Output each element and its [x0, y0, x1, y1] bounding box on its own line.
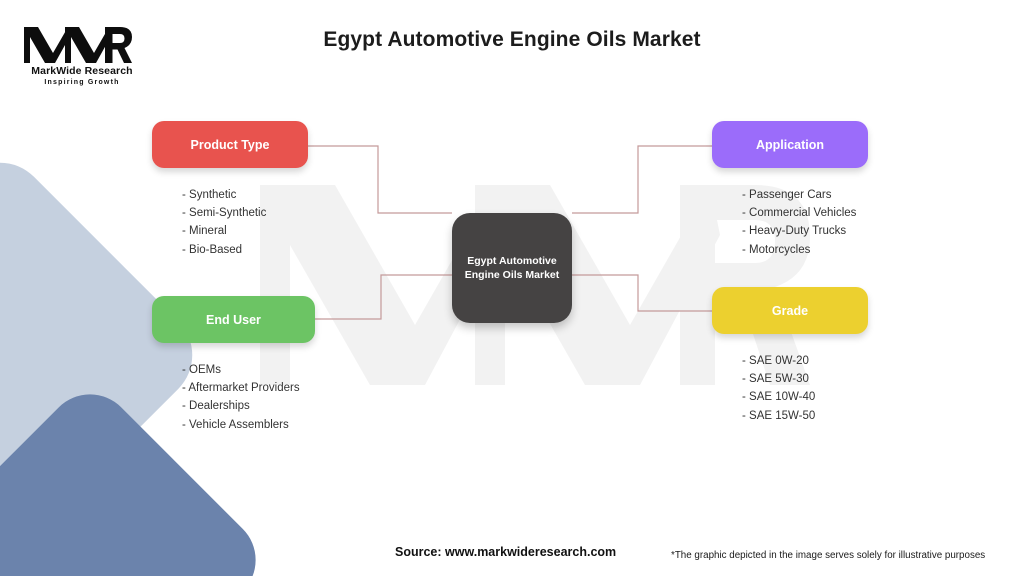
node-application[interactable]: Application - Passenger Cars - Commercia…: [712, 121, 868, 259]
brand-logo: MarkWide Research Inspiring Growth: [22, 24, 142, 86]
page-title: Egypt Automotive Engine Oils Market: [323, 28, 701, 51]
connector-application: [572, 145, 712, 214]
list-item: - Semi-Synthetic: [182, 207, 267, 220]
node-center-hub-text: Egypt Automotive Engine Oils Market: [459, 254, 566, 283]
list-item: - Heavy-Duty Trucks: [742, 225, 847, 238]
list-item: - Motorcycles: [742, 243, 811, 256]
list-item: - Aftermarket Providers: [182, 382, 300, 395]
list-item: - SAE 0W-20: [742, 355, 809, 367]
list-item: - Commercial Vehicles: [742, 207, 857, 220]
connector-product-type: [308, 145, 452, 214]
list-item: - Passenger Cars: [742, 189, 832, 201]
disclaimer-text: *The graphic depicted in the image serve…: [671, 550, 986, 561]
source-text: Source: www.markwideresearch.com: [395, 545, 617, 559]
center-line-2: Engine Oils Market: [464, 269, 560, 281]
node-grade[interactable]: Grade - SAE 0W-20 - SAE 5W-30 - SAE 10W-…: [712, 287, 868, 425]
node-grade-label: Grade: [771, 303, 809, 318]
node-product-type-header[interactable]: Product Type: [152, 121, 308, 168]
logo-tagline: Inspiring Growth: [44, 79, 120, 86]
list-item: - SAE 15W-50: [742, 409, 816, 422]
node-application-header[interactable]: Application: [712, 121, 868, 168]
node-product-type-label: Product Type: [190, 137, 270, 152]
list-item: - Synthetic: [182, 189, 237, 201]
node-product-type-list: - Synthetic - Semi-Synthetic - Mineral -…: [152, 186, 308, 259]
list-item: - Vehicle Assemblers: [182, 418, 289, 431]
node-product-type[interactable]: Product Type - Synthetic - Semi-Syntheti…: [152, 121, 308, 259]
center-line-1: Egypt Automotive: [467, 254, 557, 267]
node-center-hub[interactable]: Egypt Automotive Engine Oils Market: [452, 213, 572, 323]
list-item: - Bio-Based: [182, 243, 243, 256]
node-end-user-header[interactable]: End User: [152, 296, 315, 343]
connector-end-user: [315, 274, 452, 320]
list-item: - SAE 10W-40: [742, 391, 816, 404]
connector-grade: [572, 274, 712, 312]
list-item: - OEMs: [182, 364, 221, 376]
list-item: - Dealerships: [182, 400, 250, 413]
node-end-user-label: End User: [206, 312, 261, 327]
logo-company-name: MarkWide Research: [31, 65, 133, 77]
node-end-user-list: - OEMs - Aftermarket Providers - Dealers…: [152, 361, 315, 434]
list-item: - SAE 5W-30: [742, 373, 809, 386]
node-end-user[interactable]: End User - OEMs - Aftermarket Providers …: [152, 296, 315, 434]
node-application-label: Application: [755, 137, 825, 152]
list-item: - Mineral: [182, 225, 227, 238]
mwr-monogram-icon: [24, 27, 132, 63]
node-application-list: - Passenger Cars - Commercial Vehicles -…: [712, 186, 868, 259]
node-grade-header[interactable]: Grade: [712, 287, 868, 334]
node-grade-list: - SAE 0W-20 - SAE 5W-30 - SAE 10W-40 - S…: [712, 352, 868, 425]
